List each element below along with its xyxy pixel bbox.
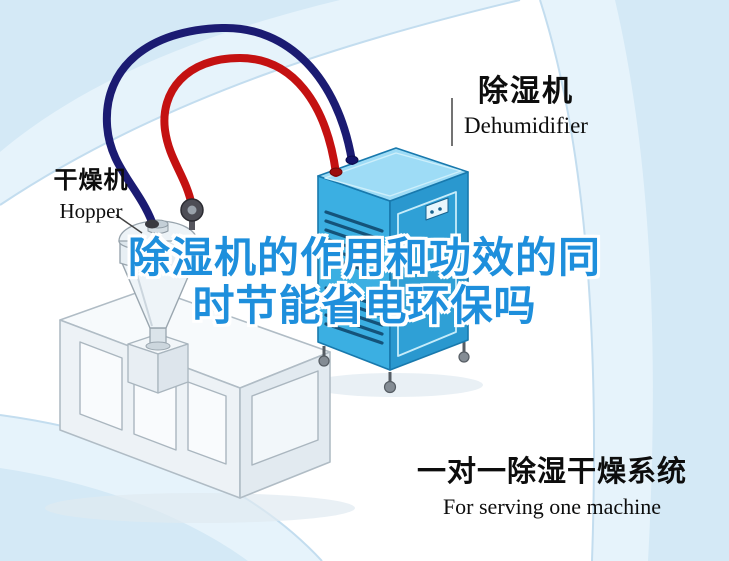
dehumidifier-control-panel [425, 197, 449, 221]
control-button-1 [430, 210, 434, 214]
grille-slat [324, 255, 384, 278]
grille-slat [324, 322, 384, 345]
headline-line1: 除湿机的作用和功效的同 [127, 233, 601, 282]
hopper-label-en: Hopper [59, 199, 123, 223]
dehumidifier-top-lip [324, 152, 462, 197]
pedestal-side-face [157, 343, 189, 394]
grille-slat [324, 237, 384, 260]
air-hose-red [160, 53, 340, 210]
hopper-inlet-flange [145, 219, 159, 229]
hopper-outlet-flange [145, 341, 171, 351]
swoosh-right-line [539, 0, 596, 561]
hose-fittings [145, 155, 359, 230]
swoosh-top-left-inner [0, 0, 340, 152]
hopper-pointer-line [115, 214, 143, 234]
hopper-label-zh: 干燥机 [53, 166, 129, 194]
headline: 除湿机的作用和功效的同 时节能省电环保吗 [0, 234, 729, 330]
hopper-label: 干燥机 Hopper [38, 160, 144, 224]
air-hose-navy [102, 23, 356, 226]
grille-slat [324, 286, 384, 309]
grille-slat [324, 295, 384, 318]
hopper-dryer [118, 219, 198, 351]
control-button-2 [438, 207, 442, 211]
machine-door-panel-3 [187, 381, 227, 465]
extruder-machine [59, 287, 331, 499]
machine-shadow [45, 493, 355, 523]
dehumidifier-label: 除湿机 Dehumidifier [445, 66, 607, 139]
hopper-blower-motor-hub [187, 205, 197, 215]
dehumidifier-unit [317, 147, 470, 394]
dehumidifier-side-door [397, 191, 457, 357]
pointer-lines [115, 98, 453, 234]
caption-zh: 一对一除湿干燥系统 [416, 454, 687, 488]
machine-door-panel-1 [79, 341, 123, 431]
dehumidifier-label-en: Dehumidifier [464, 113, 588, 138]
grille-slat [324, 228, 384, 251]
headline-line2: 时节能省电环保吗 [192, 281, 537, 330]
hopper-cone-shading [134, 267, 153, 327]
dehumidifier-top-face [317, 147, 469, 202]
fitting-red [329, 167, 343, 177]
machine-end-panel [251, 370, 319, 466]
grille-slat [324, 246, 384, 269]
dehumidifier-casters [318, 342, 470, 394]
swoosh-right-inner [615, 0, 729, 561]
grille-slat [324, 210, 384, 233]
caster-wheel-1 [318, 355, 330, 367]
grille-slat [324, 313, 384, 336]
air-hoses [102, 23, 356, 226]
dehumidifier-label-zh: 除湿机 [478, 74, 574, 109]
caption-en: For serving one machine [442, 494, 662, 519]
caster-wheel-3 [458, 351, 470, 363]
grille-slat [324, 219, 384, 242]
swoosh-top-left-line [0, 0, 521, 206]
caption: 一对一除湿干燥系统 For serving one machine [378, 448, 726, 520]
caster-wheel-2 [383, 380, 397, 394]
fitting-navy [345, 155, 359, 165]
dehumidifier-vent-grille [324, 210, 384, 345]
grille-slat [324, 304, 384, 327]
